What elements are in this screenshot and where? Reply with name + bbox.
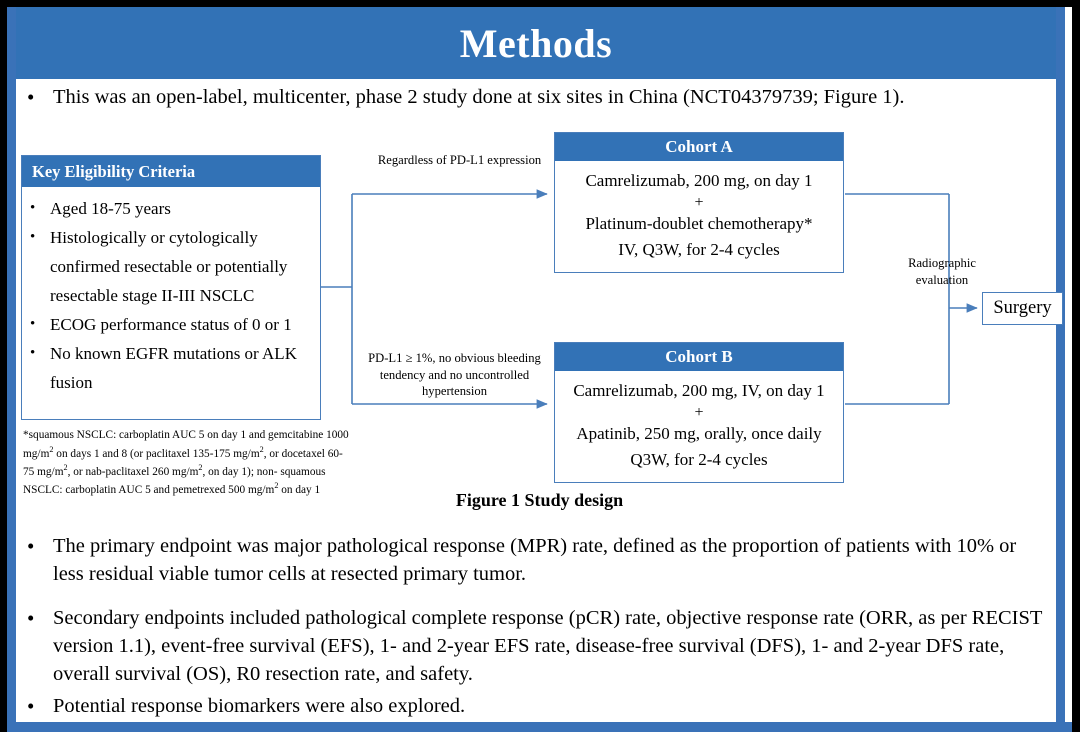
cohort-b-line3: Q3W, for 2-4 cycles (630, 450, 768, 469)
cohort-a-body: Camrelizumab, 200 mg, on day 1 + Platinu… (555, 161, 843, 272)
bullet-biomarkers: • Potential response biomarkers were als… (27, 692, 1047, 720)
cohort-a-box: Cohort A Camrelizumab, 200 mg, on day 1 … (554, 132, 844, 273)
bullet-biomarkers-text: Potential response biomarkers were also … (53, 695, 466, 717)
list-item-label: ECOG performance status of 0 or 1 (50, 315, 292, 334)
footnote-line1-a: *squamous NSCLC: carboplatin AUC 5 on da… (23, 429, 349, 460)
figure-caption: Figure 1 Study design (455, 490, 624, 510)
cohort-a-plus: + (694, 194, 704, 211)
cohort-b-line2: Apatinib, 250 mg, orally, once daily (576, 424, 822, 443)
connector-label-radiographic: Radiographic evaluation (908, 256, 976, 287)
bullet-marker-icon: • (27, 534, 35, 558)
bullet-marker-icon: • (30, 200, 36, 216)
study-design-figure: Key Eligibility Criteria • Aged 18-75 ye… (7, 122, 1072, 512)
bullet-secondary-endpoints-text: Secondary endpoints included pathologica… (53, 607, 1043, 685)
footnote-line2-a: paclitaxel 135-175 mg/m (146, 447, 260, 460)
flow-connectors (321, 189, 978, 409)
bullet-primary-endpoint: • The primary endpoint was major patholo… (27, 532, 1047, 588)
bullet-intro-text: This was an open-label, multicenter, pha… (53, 86, 905, 108)
footnote-sup: 2 (63, 462, 68, 472)
footnote-sup: 2 (49, 444, 54, 454)
surgery-box: Surgery (982, 292, 1063, 325)
figure-footnote: *squamous NSCLC: carboplatin AUC 5 on da… (23, 428, 353, 498)
right-accent-strip (1056, 7, 1065, 732)
surgery-label: Surgery (993, 298, 1052, 318)
connector-label-bottom: PD-L1 ≥ 1%, no obvious bleeding tendency… (368, 351, 541, 398)
footnote-sup: 2 (259, 444, 264, 454)
bullet-marker-icon: • (27, 85, 35, 109)
bullet-secondary-endpoints: • Secondary endpoints included pathologi… (27, 604, 1052, 688)
left-accent-strip (7, 7, 16, 732)
cohort-a-header: Cohort A (555, 133, 843, 161)
list-item-label: Aged 18-75 years (50, 199, 171, 218)
eligibility-criteria-box: Key Eligibility Criteria • Aged 18-75 ye… (21, 155, 321, 420)
cohort-b-plus: + (694, 404, 704, 421)
cohort-a-line1: Camrelizumab, 200 mg, on day 1 (585, 171, 813, 190)
list-item: • Aged 18-75 years (30, 194, 314, 223)
bullet-intro: • This was an open-label, multicenter, p… (27, 83, 1042, 111)
list-item: • ECOG performance status of 0 or 1 (30, 310, 314, 339)
footnote-line3-a: squamous NSCLC: carboplatin AUC 5 and pe… (23, 465, 326, 497)
list-item: • No known EGFR mutations or ALK fusion (30, 339, 314, 397)
bullet-marker-icon: • (27, 606, 35, 630)
connector-label-top: Regardless of PD-L1 expression (377, 153, 542, 167)
eligibility-header: Key Eligibility Criteria (22, 156, 320, 187)
cohort-b-body: Camrelizumab, 200 mg, IV, on day 1 + Apa… (555, 371, 843, 482)
bullet-marker-icon: • (27, 694, 35, 718)
cohort-a-line3: IV, Q3W, for 2-4 cycles (618, 240, 780, 259)
eligibility-list: • Aged 18-75 years • Histologically or c… (22, 187, 320, 397)
list-item: • Histologically or cytologically confir… (30, 223, 314, 310)
slide-canvas: Methods • This was an open-label, multic… (7, 7, 1072, 732)
footnote-line2-b: , or docetaxel 60-75 mg/m (23, 447, 343, 478)
bottom-accent-strip (7, 722, 1072, 732)
bullet-marker-icon: • (30, 229, 36, 245)
cohort-b-line1: Camrelizumab, 200 mg, IV, on day 1 (573, 381, 825, 400)
cohort-b-box: Cohort B Camrelizumab, 200 mg, IV, on da… (554, 342, 844, 483)
footnote-line2-d: , on day 1); non- (202, 465, 278, 478)
cohort-b-header: Cohort B (555, 343, 843, 371)
footnote-line1-b: on days 1 and 8 (or (53, 447, 144, 460)
page-title: Methods (459, 20, 613, 66)
bullet-primary-endpoint-text: The primary endpoint was major pathologi… (53, 535, 1017, 585)
footnote-line3-b: on day 1 (278, 484, 321, 497)
cohort-a-line2: Platinum-doublet chemotherapy* (585, 214, 813, 233)
footnote-sup: 2 (274, 481, 279, 491)
footnote-sup: 2 (198, 462, 203, 472)
bullet-marker-icon: • (30, 345, 36, 361)
slide-title-bar: Methods (16, 7, 1056, 79)
bullet-marker-icon: • (30, 316, 36, 332)
list-item-label: Histologically or cytologically confirme… (50, 228, 288, 305)
list-item-label: No known EGFR mutations or ALK fusion (50, 344, 297, 392)
footnote-line2-c: , or nab-paclitaxel 260 mg/m (67, 465, 199, 478)
